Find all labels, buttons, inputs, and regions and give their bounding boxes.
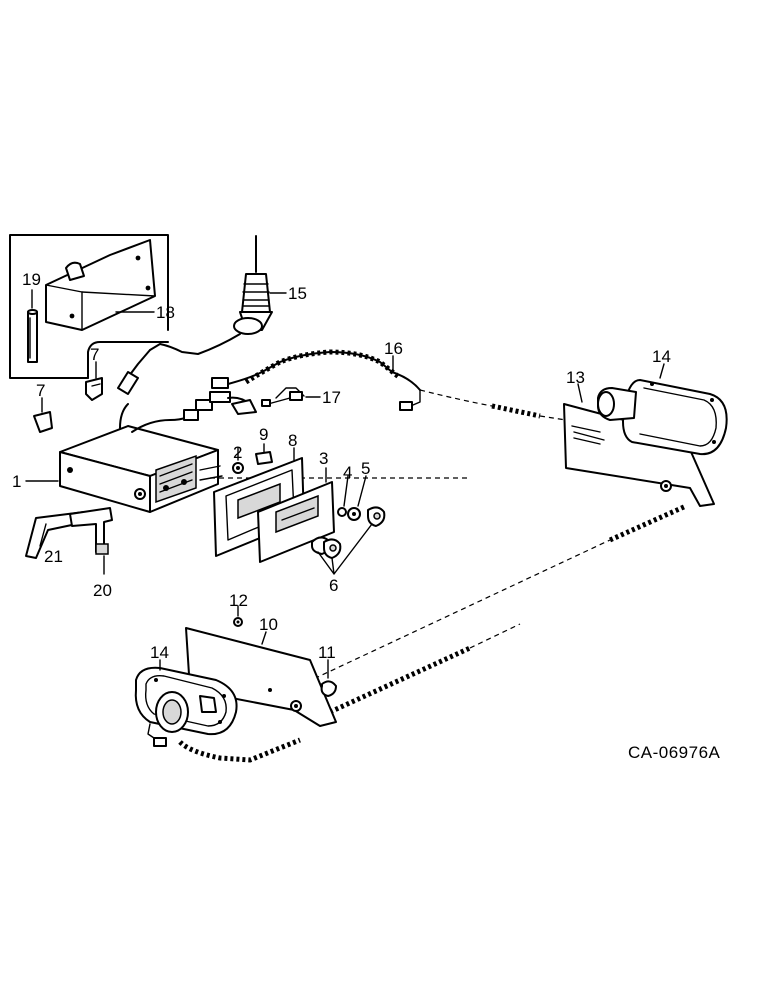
bezel-3 [257, 467, 335, 563]
speaker-cables [178, 389, 688, 763]
label-15: 15 [288, 284, 307, 303]
antenna-15 [117, 235, 287, 395]
reference-code: CA-06976A [628, 743, 721, 762]
label-7b: 7 [36, 381, 45, 400]
speaker-14-rear [597, 363, 728, 456]
label-9: 9 [259, 425, 268, 444]
label-4: 4 [343, 463, 352, 482]
label-1: 1 [12, 472, 21, 491]
label-21: 21 [44, 547, 63, 566]
callout-labels: 1 2 3 4 5 6 7 7 8 9 10 11 12 13 14 14 15… [12, 270, 671, 662]
label-11: 11 [318, 643, 336, 662]
bracket-7-upper [85, 361, 103, 401]
label-7a: 7 [90, 345, 99, 364]
bracket-7-lower [33, 397, 53, 433]
label-8: 8 [288, 431, 297, 450]
label-6: 6 [329, 576, 338, 595]
speaker-14-front [134, 659, 238, 747]
label-10: 10 [259, 615, 278, 634]
label-16: 16 [384, 339, 403, 358]
label-14a: 14 [652, 347, 671, 366]
label-14b: 14 [150, 643, 169, 662]
radio-1 [25, 425, 223, 513]
label-19: 19 [22, 270, 41, 289]
label-2: 2 [233, 443, 242, 462]
inset-panel [9, 234, 169, 379]
knobs [311, 475, 386, 575]
part-12 [233, 605, 243, 627]
part-2 [232, 447, 244, 474]
label-17: 17 [322, 388, 341, 407]
part-11 [320, 659, 337, 697]
label-3: 3 [319, 449, 328, 468]
bracket-20 [69, 507, 113, 575]
label-12: 12 [229, 591, 248, 610]
label-18: 18 [156, 303, 175, 322]
part-9 [255, 443, 273, 465]
label-13: 13 [566, 368, 585, 387]
radio-harness [119, 349, 421, 433]
label-5: 5 [361, 459, 370, 478]
label-20: 20 [93, 581, 112, 600]
